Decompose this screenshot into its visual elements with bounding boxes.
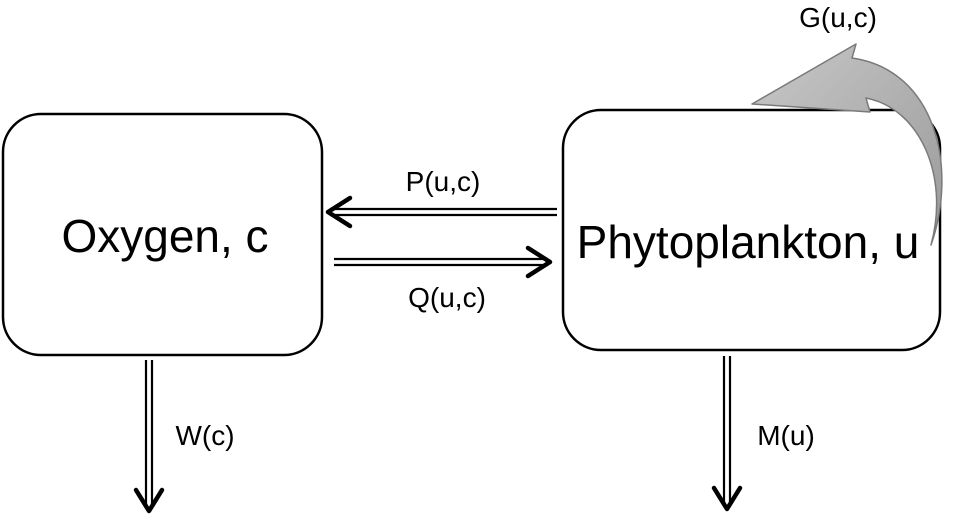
w-flow-arrow [133,360,165,514]
oxygen-node-label: Oxygen, c [61,210,268,262]
p-flow-label: P(u,c) [406,166,481,197]
p-flow-arrow [325,195,557,229]
growth-flow-label: G(u,c) [799,2,877,33]
m-flow-arrow [711,356,743,512]
oxygen-node: Oxygen, c [1,112,324,357]
q-flow-label: Q(u,c) [408,282,486,313]
m-flow-label: M(u) [757,420,815,451]
q-flow-arrow [334,245,553,279]
phytoplankton-node-label: Phytoplankton, u [577,216,920,268]
growth-self-loop-arrow [751,43,943,246]
w-flow-label: W(c) [175,420,234,451]
phytoplankton-node: Phytoplankton, u [561,108,942,352]
